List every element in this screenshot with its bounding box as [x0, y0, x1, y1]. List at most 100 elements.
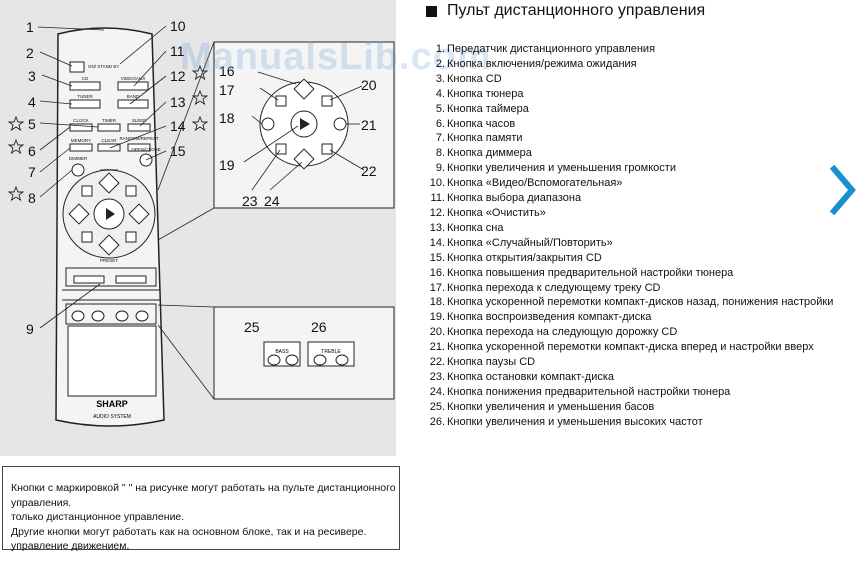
- list-item: 26.Кнопки увеличения и уменьшения высоки…: [429, 415, 703, 428]
- callout-4: 4: [28, 94, 36, 110]
- skip-next-button[interactable]: [125, 185, 137, 197]
- cd-button[interactable]: [69, 81, 101, 91]
- list-item: 6.Кнопка часов: [435, 117, 516, 130]
- zoom-panel-dpad: [213, 41, 395, 209]
- list-item: 1.Передатчик дистанционного управления: [435, 43, 656, 55]
- list-item: 22.Кнопка паузы CD: [429, 356, 536, 369]
- forward-button[interactable]: [128, 203, 150, 225]
- remote-volume-tone: [65, 267, 157, 325]
- callout-1: 1: [26, 19, 34, 35]
- sleep-button[interactable]: [127, 123, 151, 132]
- list-item: 19.Кнопка воспроизведения компакт-диска: [429, 311, 652, 324]
- star-outline-icon: [191, 64, 209, 81]
- skip-back-button[interactable]: [81, 185, 93, 197]
- list-item: 25.Кнопки увеличения и уменьшения басов: [429, 400, 655, 413]
- label-cd: CD: [82, 76, 89, 81]
- remote-diagram: SHARP AUDIO SYSTEM ON/ STAND BY CD VIDEO…: [7, 18, 395, 427]
- callout-7: 7: [28, 164, 36, 180]
- watermark: ManualsLib.com: [180, 36, 492, 78]
- stop-button[interactable]: [81, 231, 93, 243]
- list-item: 9.Кнопки увеличения и уменьшения громкос…: [435, 162, 676, 175]
- callout-23: 23: [242, 193, 258, 209]
- label-preset-bottom: PRESET: [100, 258, 118, 263]
- power-button[interactable]: [69, 61, 85, 73]
- list-item: 13.Кнопка сна: [429, 221, 504, 234]
- clear-button[interactable]: [97, 143, 121, 152]
- callout-3: 3: [28, 68, 36, 84]
- label-tuner: TUNER: [77, 94, 93, 99]
- callout-2: 2: [26, 45, 34, 61]
- callout-10: 10: [170, 18, 186, 34]
- callout-17: 17: [219, 82, 235, 98]
- list-item: 12.Кнопка «Очистить»: [429, 206, 546, 219]
- list-item: 17.Кнопка перехода к следующему треку CD: [429, 281, 661, 294]
- zoom-label-bass: BASS: [275, 349, 289, 355]
- page-title: Пульт дистанционного управления: [447, 2, 706, 19]
- video-aux-button[interactable]: [117, 81, 149, 91]
- callout-8: 8: [28, 190, 36, 206]
- list-item: 14.Кнопка «Случайный/Повторить»: [429, 236, 613, 249]
- label-open-close: OPEN/CLOSE: [131, 147, 160, 152]
- treble-up-button[interactable]: [135, 310, 149, 322]
- label-clock: CLOCK: [73, 118, 89, 123]
- zoom-panel-tone: BASS TREBLE: [213, 306, 395, 400]
- star-markers: [7, 64, 209, 202]
- star-outline-icon: [191, 115, 209, 132]
- callout-18: 18: [219, 110, 235, 126]
- callout-19: 19: [219, 157, 235, 173]
- callout-21: 21: [361, 117, 377, 133]
- brand-text: SHARP: [96, 399, 128, 409]
- label-clear: CLEAR: [101, 138, 117, 143]
- label-dimmer: DIMMER: [69, 156, 88, 161]
- random-repeat-button[interactable]: [127, 143, 151, 152]
- label-on-standby: ON/ STAND BY: [88, 64, 119, 69]
- list-item: 18.Кнопка ускоренной перемотки компакт-д…: [429, 296, 834, 309]
- square-bullet-icon: [426, 5, 437, 17]
- bass-down-button[interactable]: [71, 310, 85, 322]
- list-item: 11.Кнопка выбора диапазона: [430, 192, 582, 205]
- chevron-right-icon: [829, 164, 856, 216]
- remote-control-figure: SHARP AUDIO SYSTEM ON/ STAND BY CD VIDEO…: [0, 0, 491, 456]
- callout-5: 5: [28, 116, 36, 132]
- preset-up-button[interactable]: [98, 172, 120, 194]
- section-heading: Пульт дистанционного управления: [426, 2, 705, 20]
- rewind-button[interactable]: [68, 203, 90, 225]
- memory-button[interactable]: [69, 143, 93, 152]
- treble-down-button[interactable]: [115, 310, 129, 322]
- list-item: 8.Кнопка диммера: [435, 147, 532, 160]
- list-item: 7.Кнопка памяти: [435, 132, 523, 145]
- callout-26: 26: [311, 319, 327, 335]
- callout-16: 16: [219, 63, 235, 79]
- callout-11: 11: [170, 43, 185, 59]
- dimmer-button[interactable]: [71, 163, 85, 177]
- callout-9: 9: [26, 321, 34, 337]
- callout-15: 15: [170, 143, 186, 159]
- callout-14: 14: [170, 118, 186, 134]
- bass-up-button[interactable]: [91, 310, 105, 322]
- footnote-line: только дистанционное управление.: [11, 511, 185, 523]
- volume-down-button[interactable]: [73, 275, 105, 284]
- connector-lines: [37, 25, 365, 400]
- label-random-repeat: RANDOM/REPEAT: [120, 136, 159, 141]
- play-icon: [106, 208, 115, 220]
- timer-button[interactable]: [97, 123, 121, 132]
- list-item: 23.Кнопка остановки компакт-диска: [429, 370, 615, 383]
- band-button[interactable]: [117, 99, 149, 109]
- list-item: 16.Кнопка повышения предварительной наст…: [429, 266, 734, 279]
- list-item: 2.Кнопка включения/режима ожидания: [435, 57, 637, 70]
- footnote-line: Кнопки с маркировкой " " на рисунке могу…: [11, 482, 396, 509]
- preset-down-button[interactable]: [98, 234, 120, 256]
- zoom-label-treble: TREBLE: [321, 349, 341, 355]
- star-outline-icon: [191, 89, 209, 106]
- list-item: 21.Кнопка ускоренной перемотки компакт-д…: [429, 341, 814, 354]
- list-item: 3.Кнопка CD: [435, 72, 502, 85]
- star-outline-icon: [7, 115, 25, 132]
- label-band: BAND: [127, 94, 140, 99]
- list-item: 4.Кнопка тюнера: [435, 87, 524, 100]
- list-item: 5.Кнопка таймера: [435, 102, 529, 115]
- next-page-button[interactable]: [828, 164, 858, 216]
- callout-12: 12: [170, 68, 186, 84]
- tuner-button[interactable]: [69, 99, 101, 109]
- pause-button[interactable]: [125, 231, 137, 243]
- volume-up-button[interactable]: [115, 275, 147, 284]
